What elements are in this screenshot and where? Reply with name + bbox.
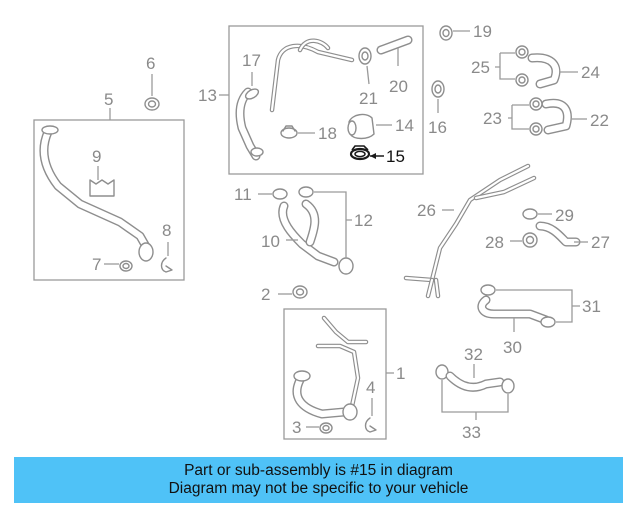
label-11: 11 — [234, 185, 252, 204]
label-1: 1 — [396, 364, 405, 383]
label-28: 28 — [485, 233, 504, 252]
label-24: 24 — [581, 63, 600, 82]
part-30-hose[interactable] — [477, 284, 556, 328]
part-28-clamp[interactable] — [522, 232, 538, 248]
part-14-hose[interactable] — [347, 113, 375, 140]
label-19: 19 — [473, 22, 492, 41]
part-3-oring[interactable] — [319, 422, 333, 434]
assembly-box-5 — [33, 119, 185, 281]
label-32: 32 — [464, 345, 483, 364]
banner-line-2: Diagram may not be specific to your vehi… — [168, 480, 469, 497]
assembly-box-1 — [283, 308, 387, 440]
label-18: 18 — [318, 124, 337, 143]
part-29-clamp[interactable] — [522, 208, 538, 220]
part-8-clip[interactable] — [160, 257, 173, 273]
label-21: 21 — [359, 89, 378, 108]
part-2-clamp[interactable] — [292, 285, 308, 299]
label-10: 10 — [261, 232, 280, 251]
part-20-hose[interactable] — [376, 35, 413, 55]
parts-diagram: 13 17 21 20 14 18 — [33, 22, 610, 442]
part-32-hose[interactable] — [435, 364, 515, 394]
label-2: 2 — [261, 285, 270, 304]
part-1-pipe-assembly[interactable] — [292, 315, 369, 421]
label-33: 33 — [462, 423, 481, 442]
banner-line-1: Part or sub-assembly is #15 in diagram — [184, 462, 453, 479]
part-22-hose[interactable] — [541, 98, 572, 135]
label-7: 7 — [92, 255, 101, 274]
part-18-clamp[interactable] — [280, 125, 298, 139]
label-17: 17 — [242, 51, 261, 70]
part-coolant-pipe-upper[interactable] — [269, 38, 355, 113]
part-10-hose[interactable] — [278, 199, 354, 275]
label-29: 29 — [555, 206, 574, 225]
label-3: 3 — [292, 418, 301, 437]
part-21-clamp[interactable] — [358, 47, 372, 65]
part-25-clamps[interactable] — [515, 45, 529, 87]
part-4-clip[interactable] — [364, 417, 377, 433]
part-7-oring[interactable] — [119, 260, 133, 272]
part-11-clamp[interactable] — [272, 186, 314, 200]
label-26: 26 — [417, 201, 436, 220]
info-banner: Part or sub-assembly is #15 in diagram D… — [14, 457, 623, 503]
part-27-hose[interactable] — [535, 221, 581, 247]
part-17-hose[interactable] — [235, 87, 264, 161]
part-16-clamp[interactable] — [431, 80, 445, 98]
label-15: 15 — [386, 147, 405, 166]
part-9-bracket[interactable] — [89, 179, 115, 197]
label-30: 30 — [503, 338, 522, 357]
assembly-box-13 — [228, 25, 424, 175]
label-14: 14 — [395, 116, 414, 135]
label-4: 4 — [366, 378, 375, 397]
label-22: 22 — [590, 111, 609, 130]
label-12: 12 — [354, 211, 373, 230]
label-8: 8 — [162, 221, 171, 240]
part-15-clamp-highlighted[interactable] — [349, 145, 371, 161]
label-16: 16 — [428, 118, 447, 137]
part-23-clamps[interactable] — [529, 97, 543, 136]
part-19-clamp[interactable] — [439, 25, 453, 41]
label-20: 20 — [389, 77, 408, 96]
label-13: 13 — [198, 86, 217, 105]
part-24-hose[interactable] — [527, 53, 561, 89]
label-9: 9 — [92, 147, 101, 166]
label-6: 6 — [146, 54, 155, 73]
label-27: 27 — [591, 233, 610, 252]
label-5: 5 — [104, 90, 113, 109]
part-6-clamp[interactable] — [144, 97, 160, 111]
label-31: 31 — [582, 297, 601, 316]
label-25: 25 — [471, 58, 490, 77]
label-23: 23 — [483, 109, 502, 128]
part-26-pipe[interactable] — [403, 163, 537, 299]
part-5-pipe-assembly[interactable] — [39, 125, 154, 262]
